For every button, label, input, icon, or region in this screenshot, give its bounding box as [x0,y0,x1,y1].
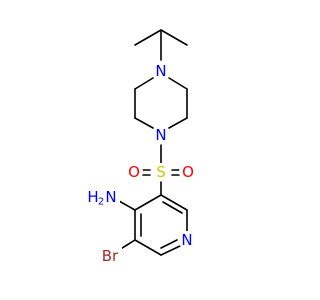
bond-ring-to-amine [118,200,136,211]
atom-amine-h: H [87,188,98,206]
bond-ring-c3-c2-inner [162,201,183,214]
atom-bromine: Br [98,246,122,265]
bond-isopropyl-left [134,29,162,46]
atom-o-left-label: O [128,163,140,181]
atom-amine-n: N [105,188,116,206]
bond-ring-n1-c6 [160,245,181,256]
atom-n-pyridine: N [178,231,196,249]
atom-n-piperazine-bottom: N [152,126,170,144]
bond-ring-n1-c6-inner [160,239,178,249]
atom-o-right-label: O [182,163,194,181]
molecule-structure: N N S O O H 2 N N Br [86,29,197,265]
atom-n-bottom-label: N [155,126,166,144]
atom-amine-subscript: 2 [98,197,104,208]
bond-ring-c6-c5 [134,239,162,256]
atom-amine: H 2 N [86,186,120,208]
atom-n-piperazine-top: N [152,62,170,80]
atom-oxygen-right: O [179,163,197,181]
atom-n-pyridine-label: N [181,231,192,249]
atom-sulfur: S [152,163,170,181]
bond-ring-c3-c4 [134,194,162,211]
bond-pip-n-top-right [168,77,188,90]
bond-isopropyl-right [160,29,188,46]
atom-br-label: Br [102,247,119,265]
bond-pip-right-to-n-bottom [168,117,188,129]
bond-ring-c3-c2 [160,194,188,211]
bond-pip-left-to-n-top [134,77,154,90]
atom-n-top-label: N [155,62,166,80]
atom-s-label: S [156,163,166,181]
atom-oxygen-left: O [125,163,143,181]
bond-pip-n-bottom-left [134,117,154,129]
